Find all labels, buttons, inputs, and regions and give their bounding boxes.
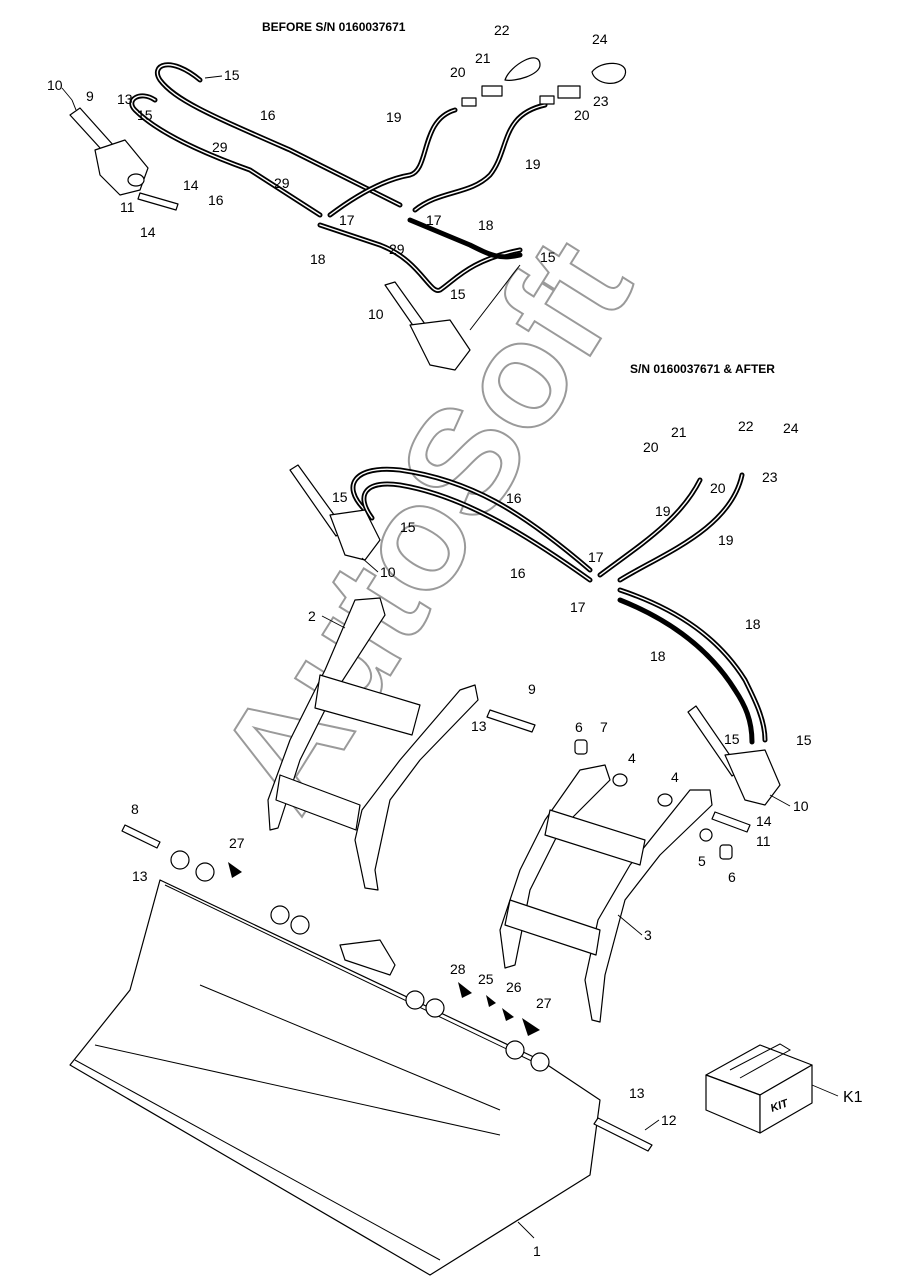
callout-11: 11 [120, 199, 135, 215]
callout-15: 15 [796, 732, 812, 748]
callout-27: 27 [536, 995, 552, 1011]
callout-27: 27 [229, 835, 245, 851]
callout-29: 29 [212, 139, 228, 155]
header-before-serial: BEFORE S/N 0160037671 [262, 20, 406, 34]
callout-28: 28 [450, 961, 466, 977]
callout-10: 10 [793, 798, 809, 814]
callouts-top: 10 9 13 15 15 16 29 16 14 11 14 29 17 17… [47, 22, 609, 322]
top-left-cylinder [69, 99, 149, 196]
callout-26: 26 [506, 979, 522, 995]
callout-14: 14 [140, 224, 156, 240]
kit-box: KIT K1 [705, 1043, 863, 1134]
callout-21: 21 [671, 424, 687, 440]
loader-arm-right [499, 764, 713, 1023]
callout-16: 16 [260, 107, 276, 123]
callout-7: 7 [600, 719, 608, 735]
callout-6: 6 [575, 719, 583, 735]
callout-2: 2 [308, 608, 316, 624]
callout-14: 14 [183, 177, 199, 193]
callout-8: 8 [131, 801, 139, 817]
top-right-cylinder [384, 264, 521, 371]
callout-18: 18 [745, 616, 761, 632]
callout-11: 11 [756, 833, 771, 849]
callout-4: 4 [628, 750, 636, 766]
callout-20: 20 [643, 439, 659, 455]
callout-23: 23 [593, 93, 609, 109]
callout-20: 20 [574, 107, 590, 123]
callout-24: 24 [783, 420, 799, 436]
callout-17: 17 [588, 549, 604, 565]
decal-arrows [228, 862, 540, 1036]
callout-13: 13 [629, 1085, 645, 1101]
callout-13: 13 [471, 718, 487, 734]
pin-8 [121, 824, 161, 849]
pin-9 [486, 709, 536, 733]
callout-15: 15 [450, 286, 466, 302]
pin-11-bottom [711, 811, 751, 833]
top-hoses [129, 62, 548, 293]
callout-15: 15 [137, 107, 153, 123]
callout-13: 13 [117, 91, 133, 107]
callout-10: 10 [380, 564, 396, 580]
callout-19: 19 [655, 503, 671, 519]
callout-18: 18 [478, 217, 494, 233]
callout-22: 22 [494, 22, 510, 38]
callout-18: 18 [310, 251, 326, 267]
callout-20: 20 [450, 64, 466, 80]
loader-arm-left [267, 597, 479, 891]
top-pin-11 [137, 192, 179, 211]
callout-1: 1 [533, 1243, 541, 1259]
callout-25: 25 [478, 971, 494, 987]
callout-15: 15 [540, 249, 556, 265]
top-assembly [69, 57, 626, 371]
callout-20: 20 [710, 480, 726, 496]
top-couplers [461, 57, 626, 107]
bushings [574, 739, 733, 860]
callout-21: 21 [475, 50, 491, 66]
bottom-hoses [350, 466, 768, 745]
callout-17: 17 [426, 212, 442, 228]
callout-12: 12 [661, 1112, 677, 1128]
callout-16: 16 [506, 490, 522, 506]
leader-lines [61, 75, 791, 1239]
callout-17: 17 [339, 212, 355, 228]
callout-15: 15 [400, 519, 416, 535]
callout-19: 19 [386, 109, 402, 125]
callout-15: 15 [224, 67, 240, 83]
callout-9: 9 [86, 88, 94, 104]
callout-5: 5 [698, 853, 706, 869]
callout-29: 29 [389, 241, 405, 257]
callout-15: 15 [724, 731, 740, 747]
callout-29: 29 [274, 175, 290, 191]
callout-15: 15 [332, 489, 348, 505]
callout-19: 19 [718, 532, 734, 548]
callout-10: 10 [368, 306, 384, 322]
callouts-bottom: 20 21 22 24 23 20 15 15 10 16 16 19 19 1… [131, 418, 812, 1259]
bottom-right-cylinder [687, 705, 781, 806]
callout-17: 17 [570, 599, 586, 615]
callout-3: 3 [644, 927, 652, 943]
callout-24: 24 [592, 31, 608, 47]
callout-13: 13 [132, 868, 148, 884]
kit-label: K1 [843, 1089, 863, 1106]
callout-4: 4 [671, 769, 679, 785]
callout-22: 22 [738, 418, 754, 434]
callout-9: 9 [528, 681, 536, 697]
callout-10: 10 [47, 77, 63, 93]
callout-23: 23 [762, 469, 778, 485]
callout-16: 16 [208, 192, 224, 208]
bucket [69, 850, 601, 1276]
callout-18: 18 [650, 648, 666, 664]
bottom-left-cylinder [289, 464, 381, 561]
callout-6: 6 [728, 869, 736, 885]
callout-16: 16 [510, 565, 526, 581]
header-after-serial: S/N 0160037671 & AFTER [630, 362, 775, 376]
pin-12 [593, 1117, 653, 1152]
callout-19: 19 [525, 156, 541, 172]
callout-14: 14 [756, 813, 772, 829]
